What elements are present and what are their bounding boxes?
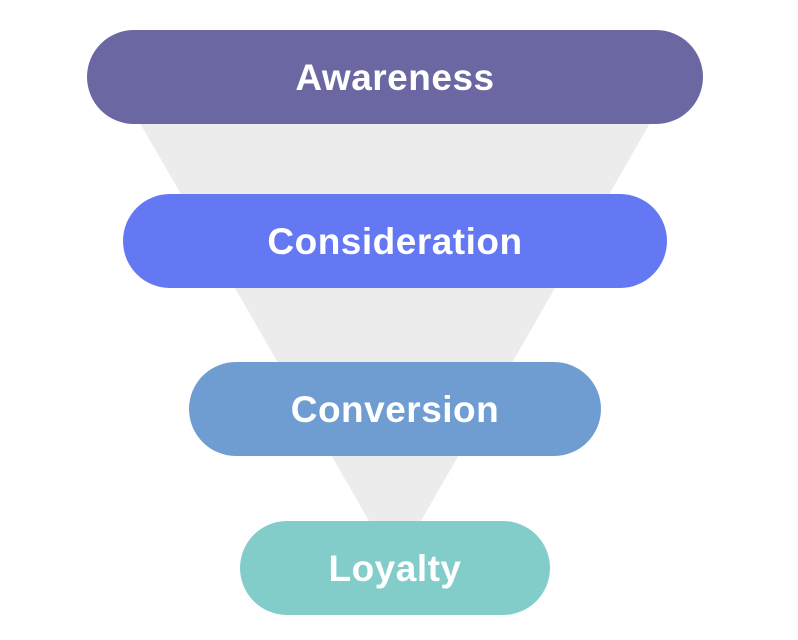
funnel-triangle-icon [114,78,676,566]
funnel-stage-awareness-label: Awareness [295,56,495,98]
funnel-stage-loyalty: Loyalty [240,521,550,615]
funnel-stage-consideration: Consideration [123,194,667,288]
funnel-stage-conversion: Conversion [189,362,601,456]
funnel-stage-consideration-label: Consideration [267,220,523,262]
funnel-stage-awareness: Awareness [87,30,703,124]
funnel-stage-conversion-label: Conversion [290,388,500,430]
funnel-stage-loyalty-label: Loyalty [328,547,462,589]
